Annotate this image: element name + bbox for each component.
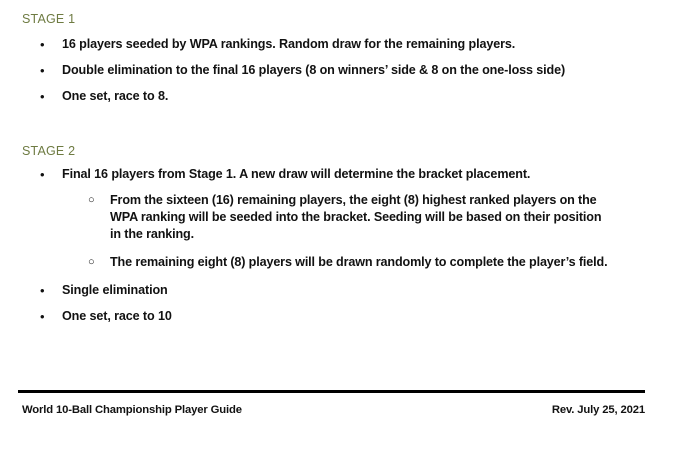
disc-bullet-icon [40, 62, 62, 79]
disc-bullet-icon [40, 36, 62, 53]
disc-bullet-icon [40, 88, 62, 105]
section-heading-stage-1: STAGE 1 [22, 12, 76, 26]
circle-bullet-icon [88, 192, 110, 209]
sub-list-item-text: From the sixteen (16) remaining players,… [110, 193, 602, 241]
stage-2-bullet-list: Final 16 players from Stage 1. A new dra… [0, 166, 675, 334]
disc-bullet-icon [40, 308, 62, 325]
section-heading-stage-2: STAGE 2 [22, 144, 76, 158]
footer-document-title: World 10-Ball Championship Player Guide [22, 404, 242, 416]
list-item: One set, race to 8. [0, 88, 675, 105]
list-item: 16 players seeded by WPA rankings. Rando… [0, 36, 675, 53]
disc-bullet-icon [40, 166, 62, 183]
list-item: Double elimination to the final 16 playe… [0, 62, 675, 79]
stage-1-bullet-list: 16 players seeded by WPA rankings. Rando… [0, 36, 675, 114]
list-item-text: One set, race to 10 [62, 309, 172, 323]
sub-list-item: The remaining eight (8) players will be … [0, 254, 675, 271]
list-item-text: Single elimination [62, 283, 168, 297]
list-item: One set, race to 10 [0, 308, 675, 325]
page-footer: World 10-Ball Championship Player Guide … [22, 404, 647, 416]
list-item-text: Double elimination to the final 16 playe… [62, 63, 566, 77]
list-item: Single elimination [0, 282, 675, 299]
sub-list-item-text: The remaining eight (8) players will be … [110, 255, 608, 269]
footer-divider [18, 390, 645, 393]
list-item-text: 16 players seeded by WPA rankings. Rando… [62, 37, 516, 51]
list-item-text: One set, race to 8. [62, 89, 169, 103]
sub-list-item: From the sixteen (16) remaining players,… [0, 192, 675, 243]
list-item: Final 16 players from Stage 1. A new dra… [0, 166, 675, 183]
list-item-text: Final 16 players from Stage 1. A new dra… [62, 167, 531, 181]
footer-revision-date: Rev. July 25, 2021 [551, 404, 645, 416]
disc-bullet-icon [40, 282, 62, 299]
circle-bullet-icon [88, 254, 110, 271]
